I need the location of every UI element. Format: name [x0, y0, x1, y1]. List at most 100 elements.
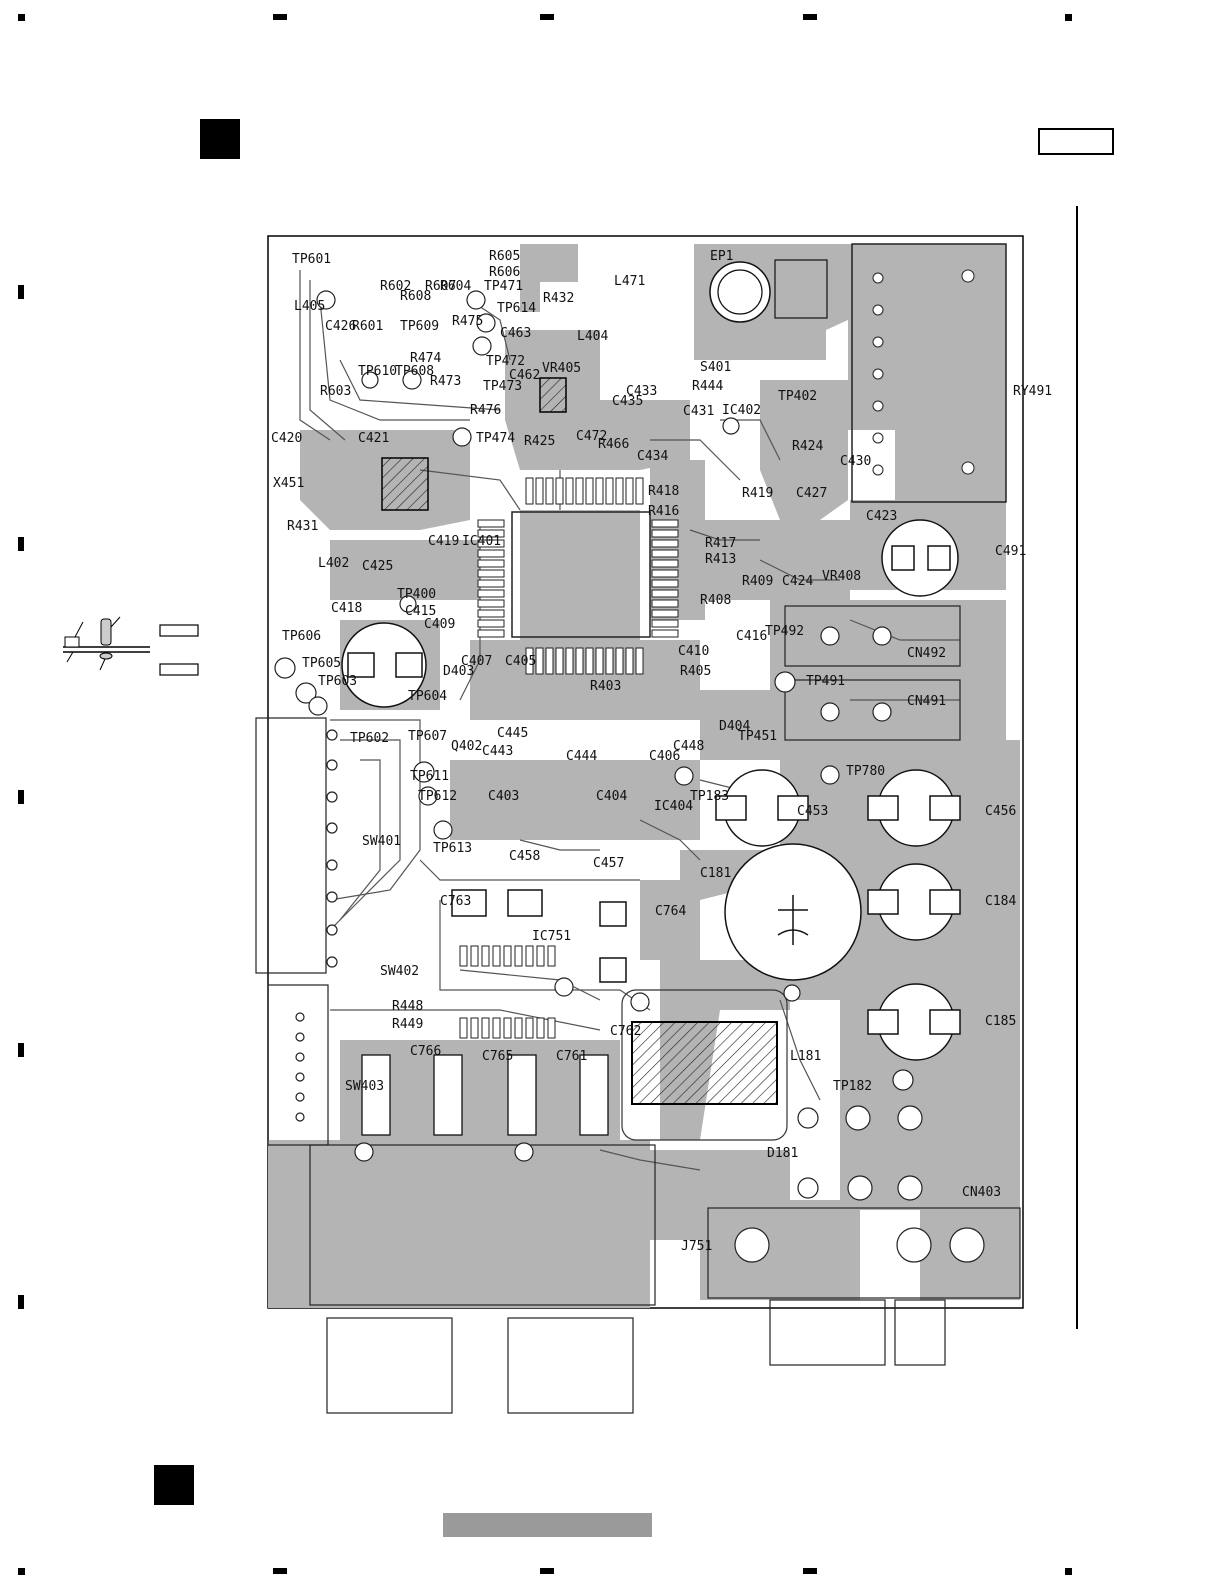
- component-label-r432: R432: [543, 291, 574, 306]
- side-tick: [18, 790, 24, 804]
- component-label-c181: C181: [700, 866, 731, 881]
- component-label-sw401: SW401: [362, 834, 401, 849]
- mounting-legend: [63, 616, 199, 676]
- component-label-cn492: CN492: [907, 646, 946, 661]
- component-label-tp780: TP780: [846, 764, 885, 779]
- component-label-tp606: TP606: [282, 629, 321, 644]
- component-label-tp603: TP603: [318, 674, 357, 689]
- component-label-l471: L471: [614, 274, 645, 289]
- ic401-body: [511, 511, 651, 638]
- component-label-c420: C420: [271, 431, 302, 446]
- component-label-tp182: TP182: [833, 1079, 872, 1094]
- component-label-c427: C427: [796, 486, 827, 501]
- section-marker-bottom: [154, 1465, 194, 1505]
- relay-pins: [872, 269, 975, 476]
- component-label-c434: C434: [637, 449, 668, 464]
- component-label-c404: C404: [596, 789, 627, 804]
- component-label-r604: R604: [440, 279, 471, 294]
- component-label-vr405: VR405: [542, 361, 581, 376]
- vias: [274, 290, 985, 1263]
- component-label-c761: C761: [556, 1049, 587, 1064]
- component-label-c406: C406: [649, 749, 680, 764]
- component-label-r424: R424: [792, 439, 823, 454]
- tick-mark-top: [540, 14, 554, 20]
- component-label-c491: C491: [995, 544, 1026, 559]
- component-label-c405: C405: [505, 654, 536, 669]
- component-label-r416: R416: [648, 504, 679, 519]
- component-label-c762: C762: [610, 1024, 641, 1039]
- crystal-x451: [381, 457, 429, 511]
- component-label-c423: C423: [866, 509, 897, 524]
- component-label-c458: C458: [509, 849, 540, 864]
- component-label-r444: R444: [692, 379, 723, 394]
- component-label-c431: C431: [683, 404, 714, 419]
- component-label-c435: C435: [612, 394, 643, 409]
- component-label-c456: C456: [985, 804, 1016, 819]
- component-label-tp472: TP472: [486, 354, 525, 369]
- component-label-r475: R475: [452, 314, 483, 329]
- component-label-c409: C409: [424, 617, 455, 632]
- component-label-c418: C418: [331, 601, 362, 616]
- component-label-c425: C425: [362, 559, 393, 574]
- component-label-d181: D181: [767, 1146, 798, 1161]
- component-label-r425: R425: [524, 434, 555, 449]
- component-label-r408: R408: [700, 593, 731, 608]
- component-label-c403: C403: [488, 789, 519, 804]
- component-label-r601: R601: [352, 319, 383, 334]
- component-label-tp400: TP400: [397, 587, 436, 602]
- component-label-r418: R418: [648, 484, 679, 499]
- component-label-r607: R607: [425, 279, 456, 294]
- component-label-r413: R413: [705, 552, 736, 567]
- component-label-c410: C410: [678, 644, 709, 659]
- tick-mark-bottom: [273, 1568, 287, 1574]
- component-label-tp608: TP608: [395, 364, 434, 379]
- component-label-c764: C764: [655, 904, 686, 919]
- component-label-c443: C443: [482, 744, 513, 759]
- ic-pin-strips: [459, 477, 679, 1039]
- component-label-c444: C444: [566, 749, 597, 764]
- component-label-tp402: TP402: [778, 389, 817, 404]
- component-label-c184: C184: [985, 894, 1016, 909]
- component-label-c430: C430: [840, 454, 871, 469]
- component-label-tp451: TP451: [738, 729, 777, 744]
- component-label-c472: C472: [576, 429, 607, 444]
- tick-mark-bottom: [540, 1568, 554, 1574]
- component-label-c419: C419: [428, 534, 459, 549]
- component-label-l404: L404: [577, 329, 608, 344]
- component-label-r417: R417: [705, 536, 736, 551]
- component-label-tp492: TP492: [765, 624, 804, 639]
- component-label-r431: R431: [287, 519, 318, 534]
- component-label-r474: R474: [410, 351, 441, 366]
- inductor-l181-frame: [621, 989, 788, 1141]
- component-label-c433: C433: [626, 384, 657, 399]
- component-label-ic751: IC751: [532, 929, 571, 944]
- component-label-c415: C415: [405, 604, 436, 619]
- side-tick: [18, 537, 24, 551]
- tick-mark-top: [803, 14, 817, 20]
- c181-markings: [777, 895, 809, 945]
- component-label-tp614: TP614: [497, 301, 536, 316]
- component-label-r602: R602: [380, 279, 411, 294]
- tick-mark-top: [273, 14, 287, 20]
- component-label-c445: C445: [497, 726, 528, 741]
- jack-ep1-body: [774, 259, 828, 319]
- component-label-sw403: SW403: [345, 1079, 384, 1094]
- component-label-c424: C424: [782, 574, 813, 589]
- corner-mark-top-right: [1065, 14, 1072, 21]
- component-label-r403: R403: [590, 679, 621, 694]
- component-label-r603: R603: [320, 384, 351, 399]
- component-label-c416: C416: [736, 629, 767, 644]
- component-label-r405: R405: [680, 664, 711, 679]
- connector-outlines: [255, 605, 1021, 1414]
- component-label-l405: L405: [294, 299, 325, 314]
- component-label-ic402: IC402: [722, 403, 761, 418]
- right-border-rule: [1076, 206, 1078, 1329]
- capacitor-pads: [347, 545, 961, 1035]
- inductor-l181-body: [631, 1021, 778, 1105]
- component-label-r473: R473: [430, 374, 461, 389]
- component-label-ic401: IC401: [462, 534, 501, 549]
- component-label-d403: D403: [443, 664, 474, 679]
- component-label-c457: C457: [593, 856, 624, 871]
- switch-blocks: [361, 1054, 609, 1136]
